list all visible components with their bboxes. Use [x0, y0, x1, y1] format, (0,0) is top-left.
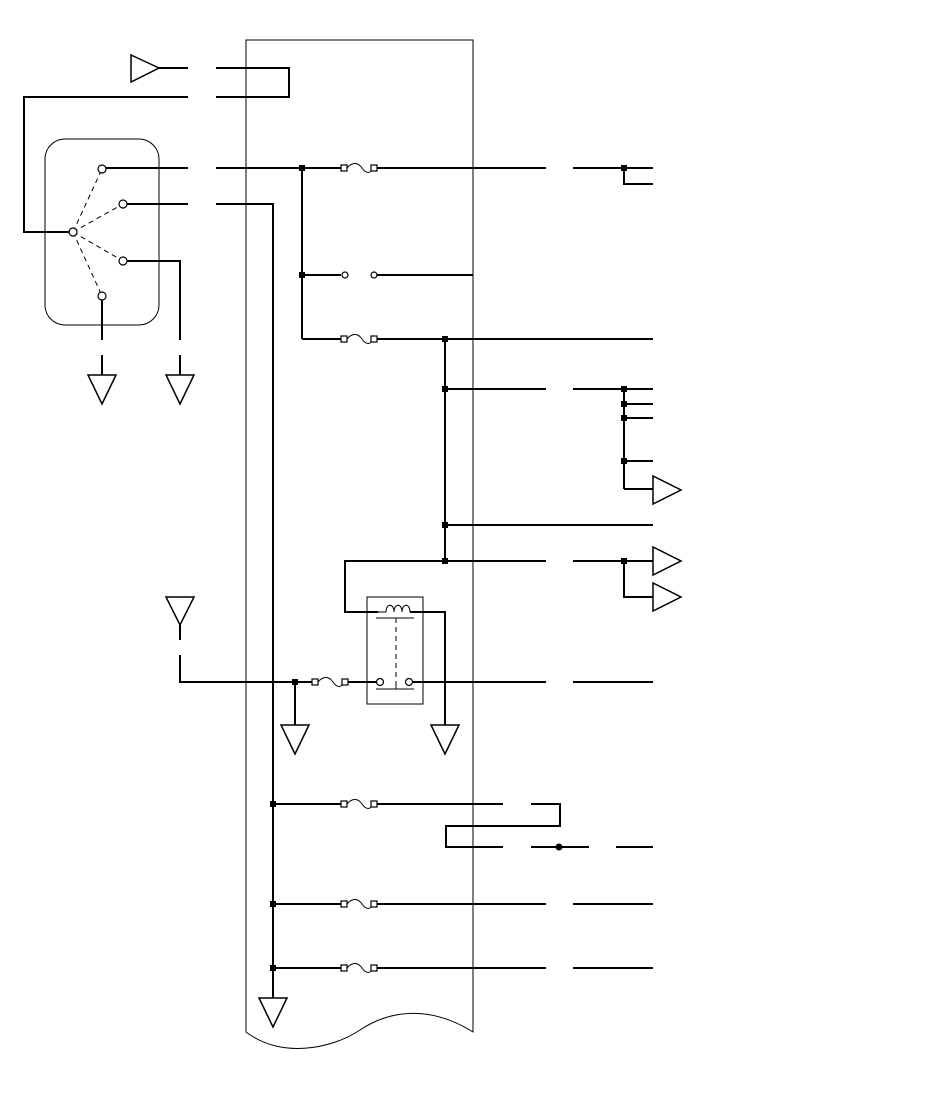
input-arrow-connector [130, 53, 188, 84]
ground-icon-switch-1 [86, 374, 118, 406]
fuse-6 [340, 963, 378, 973]
fuse-3 [311, 677, 349, 687]
switch-common-terminal [68, 227, 78, 237]
loop-wire [216, 67, 290, 98]
fuse-block-outline [245, 39, 474, 1049]
fuse-4 [340, 799, 378, 809]
connector-arrow-2 [652, 545, 683, 577]
contact-terminal-a [341, 271, 349, 279]
connector-arrow-1 [652, 474, 683, 506]
switch-terminal-3 [118, 256, 128, 266]
fuse-1 [340, 163, 378, 173]
ground-icon-fuse-3 [279, 724, 311, 756]
splice-nodes [270, 165, 627, 971]
fuse-2 [340, 334, 378, 344]
ground-icon-main [257, 997, 289, 1029]
ground-icon-switch-2 [164, 374, 196, 406]
switch-terminal-4 [97, 291, 107, 301]
ground-icon-relay [429, 724, 461, 756]
relay [366, 596, 424, 705]
fuse-5 [340, 899, 378, 909]
switch-feed-wire [23, 96, 188, 233]
antenna-input-icon [164, 596, 196, 627]
switch-terminal-2 [118, 199, 128, 209]
connector-arrow-3 [652, 581, 683, 613]
switch-terminal-1 [97, 164, 107, 174]
contact-terminal-b [370, 271, 378, 279]
